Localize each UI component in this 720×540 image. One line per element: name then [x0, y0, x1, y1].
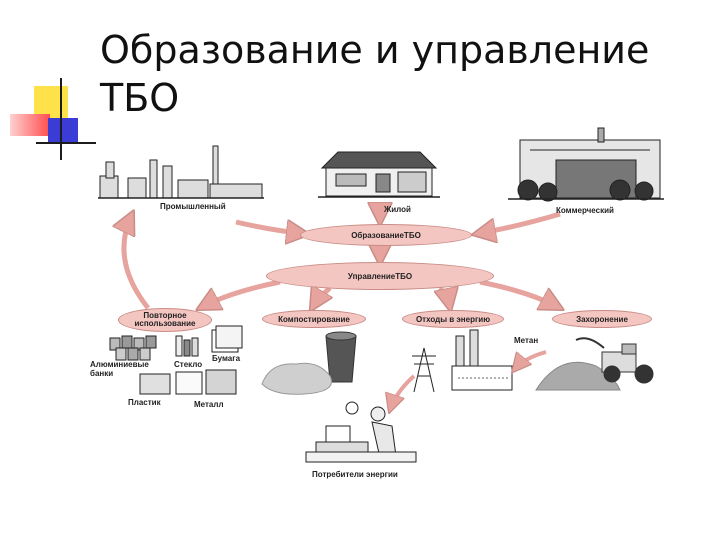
- house-icon: [318, 151, 440, 198]
- landfill-icon: [535, 337, 654, 391]
- factory-icon: [98, 145, 264, 199]
- recycled-materials-icon: [109, 325, 243, 395]
- deco-square-blue: [48, 118, 78, 144]
- label-commercial: Коммерческий: [556, 206, 614, 215]
- label-energy-consumers: Потребители энергии: [312, 470, 398, 479]
- deco-square-red: [10, 114, 50, 136]
- label-aluminum: Алюминиевые банки: [90, 360, 149, 378]
- deco-vertical-line: [60, 78, 62, 160]
- energy-consumers-icon: [305, 401, 417, 463]
- node-reuse-line1: Повторное: [143, 311, 187, 320]
- label-metal: Металл: [194, 400, 224, 409]
- label-residential: Жилой: [384, 205, 411, 214]
- power-plant-icon: [412, 329, 513, 393]
- label-aluminum-line2: банки: [90, 369, 114, 378]
- compost-icon: [261, 331, 357, 395]
- node-composting: Компостирование: [262, 310, 366, 328]
- label-methane: Метан: [514, 336, 539, 345]
- node-reuse-line2: использование: [134, 319, 196, 328]
- title-line-2: ТБО: [100, 76, 180, 120]
- node-management: УправлениеТБО: [266, 262, 494, 290]
- node-formation: ОбразованиеТБО: [300, 224, 472, 246]
- node-waste-to-energy: Отходы в энергию: [402, 310, 504, 328]
- title-line-1: Образование и управление: [100, 28, 650, 72]
- label-plastic: Пластик: [128, 398, 161, 407]
- arrows-to-formation: [235, 206, 561, 262]
- deco-horizontal-line: [36, 142, 96, 144]
- commercial-building-icon: [508, 127, 664, 202]
- label-aluminum-line1: Алюминиевые: [90, 360, 149, 369]
- methane-arrows: [390, 350, 547, 410]
- node-reuse: Повторное использование: [118, 308, 212, 332]
- label-industrial: Промышленный: [160, 202, 226, 211]
- node-landfill: Захоронение: [552, 310, 652, 328]
- arrows-from-management: [124, 214, 560, 308]
- label-paper: Бумага: [212, 354, 241, 363]
- slide-title: Образование и управление ТБО: [100, 26, 700, 122]
- label-glass: Стекло: [174, 360, 203, 369]
